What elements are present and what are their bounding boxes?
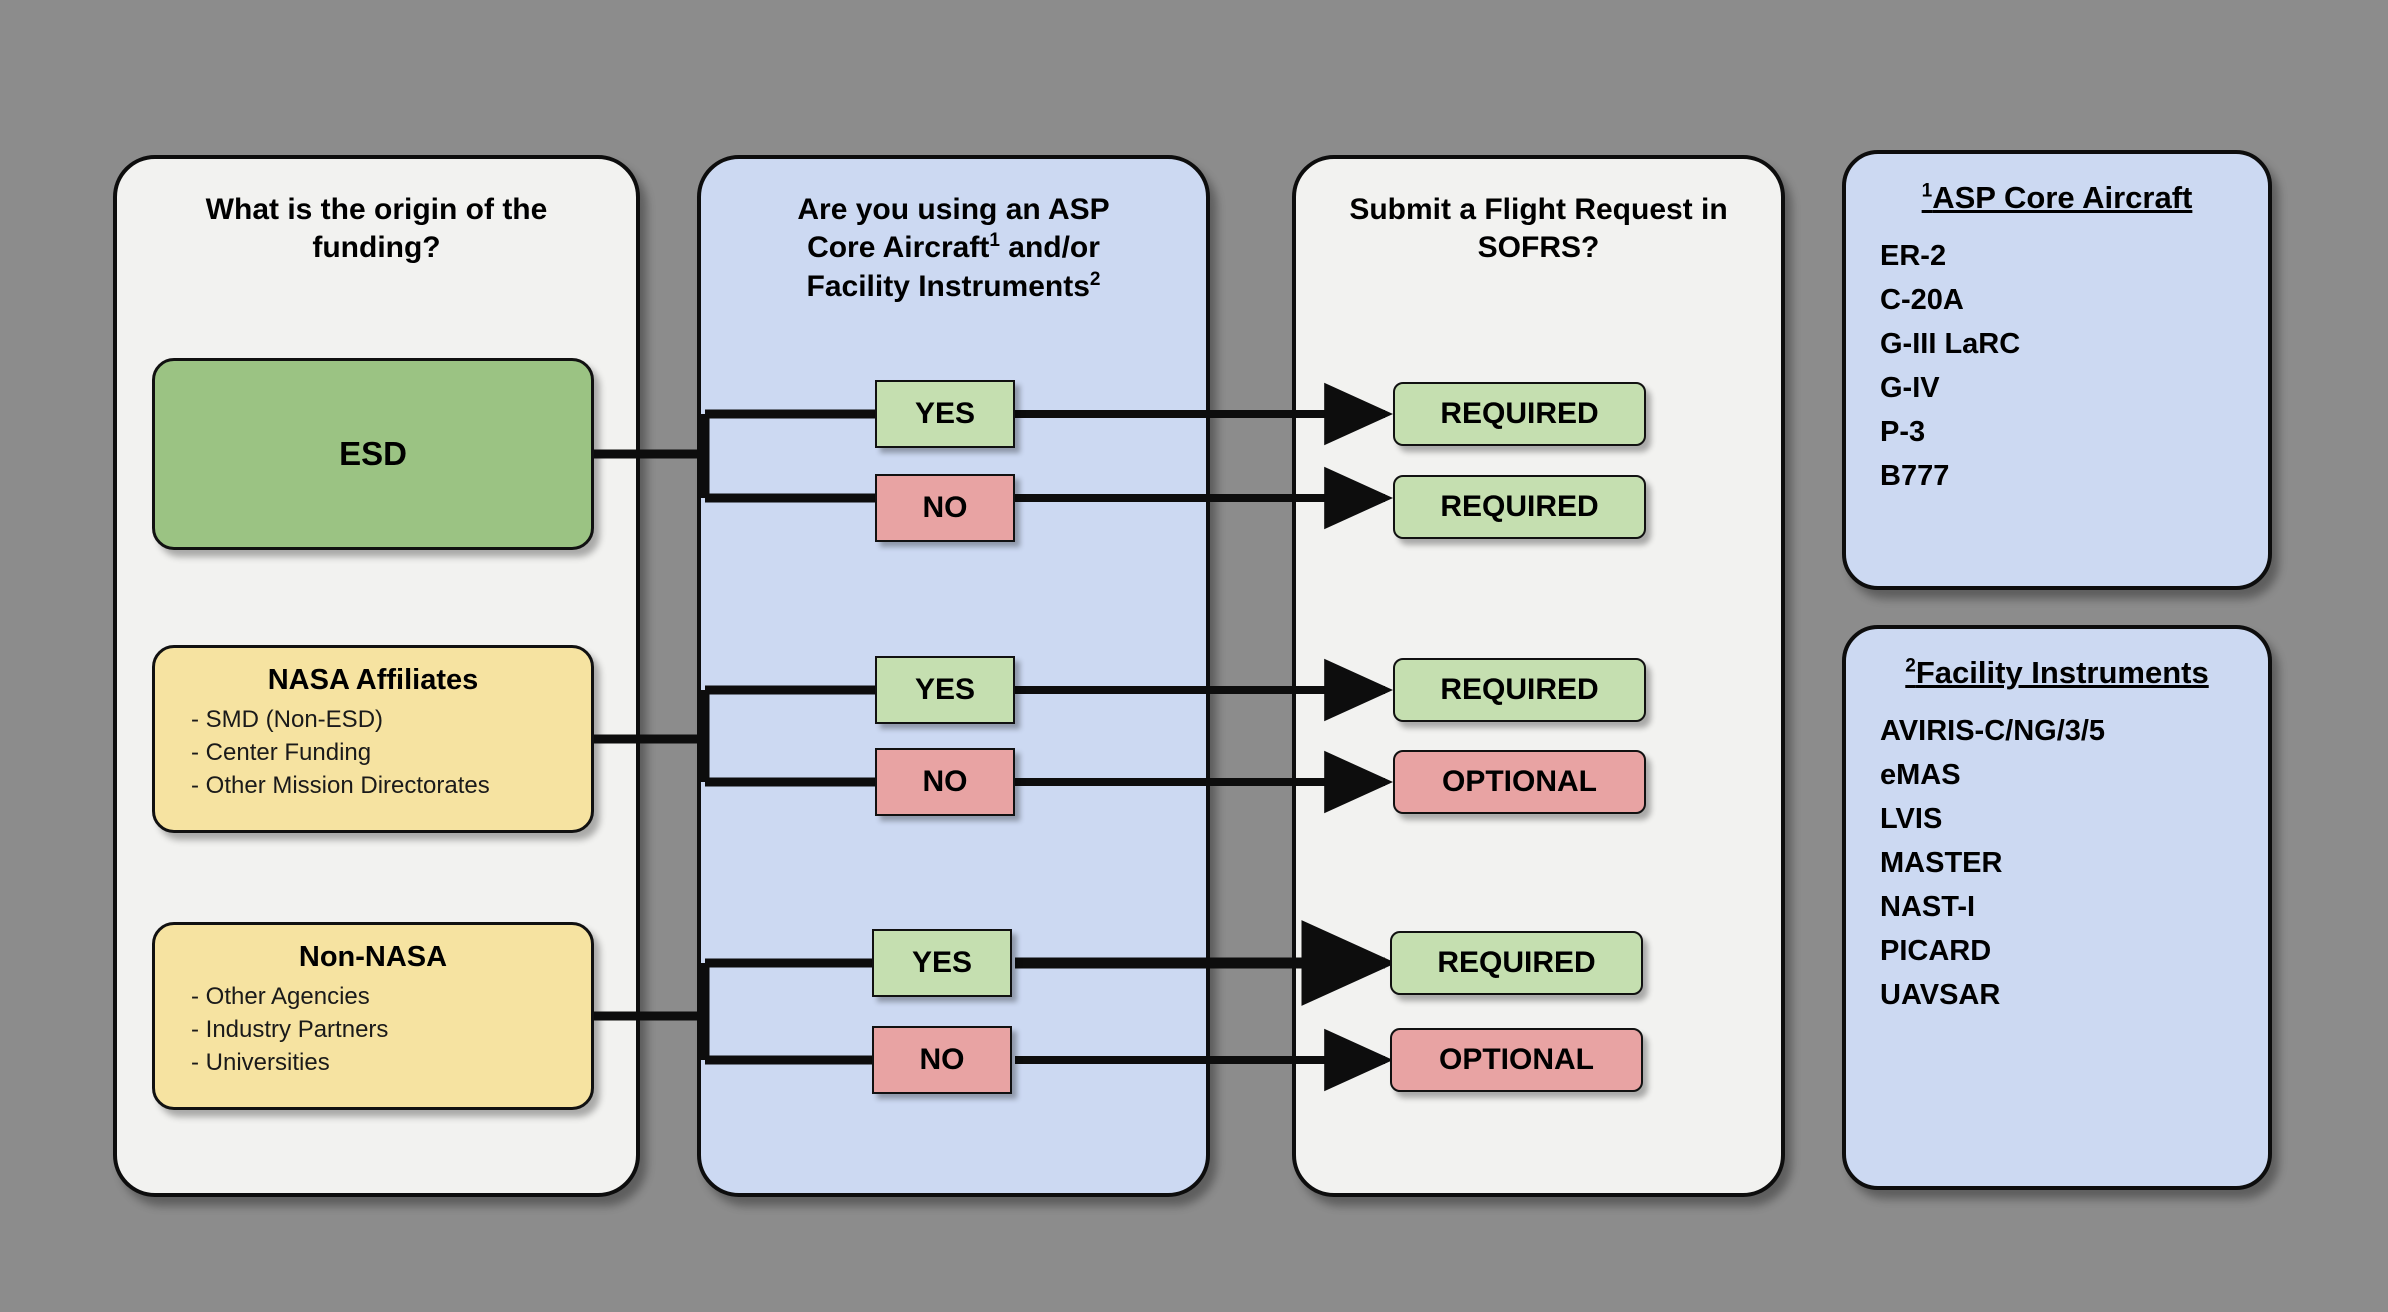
- list-item: - Universities: [191, 1049, 330, 1077]
- legend-facility-instruments-title: 2Facility Instruments: [1905, 655, 2209, 690]
- source-box-esd[interactable]: ESD: [152, 358, 594, 550]
- list-item: - Other Agencies: [191, 983, 370, 1010]
- legend-asp-core-aircraft-title: 1ASP Core Aircraft: [1921, 180, 2193, 215]
- source-box-non-nasa-list: - Other Agencies - Industry Partners - U…: [173, 980, 573, 1079]
- list-item: MASTER: [1880, 847, 2003, 880]
- list-item: - Other Mission Directorates: [191, 772, 490, 800]
- list-item: NAST-I: [1880, 891, 1976, 924]
- decision-yes-nasa-affiliates[interactable]: YES: [875, 656, 1015, 724]
- list-item: G-III LaRC: [1880, 328, 2021, 361]
- asp-title-line3: Facility Instruments2: [806, 268, 1101, 303]
- outcome-nasa-affiliates-yes[interactable]: REQUIRED: [1393, 658, 1646, 722]
- asp-title-line1: Are you using an ASP: [797, 193, 1110, 226]
- list-item: UAVSAR: [1880, 979, 2001, 1012]
- legend-asp-core-aircraft-list: ER-2 C-20A G-III LaRC G-IV P-3 B777: [1880, 234, 2234, 498]
- list-item: eMAS: [1880, 759, 1961, 792]
- list-item: - SMD (Non-ESD): [191, 706, 384, 733]
- list-item: - Center Funding: [191, 739, 372, 767]
- outcome-esd-no[interactable]: REQUIRED: [1393, 475, 1646, 539]
- panel-flight-request-title: Submit a Flight Request in SOFRS?: [1349, 193, 1728, 265]
- list-item: G-IV: [1880, 372, 1940, 405]
- legend-asp-core-aircraft: 1ASP Core Aircraft ER-2 C-20A G-III LaRC…: [1842, 150, 2272, 590]
- decision-no-esd[interactable]: NO: [875, 474, 1015, 542]
- decision-yes-esd[interactable]: YES: [875, 380, 1015, 448]
- decision-no-non-nasa[interactable]: NO: [872, 1026, 1012, 1094]
- list-item: ER-2: [1880, 240, 1947, 272]
- legend-facility-instruments-list: AVIRIS-C/NG/3/5 eMAS LVIS MASTER NAST-I …: [1880, 709, 2234, 1018]
- panel-asp-usage-title: Are you using an ASP Core Aircraft1 and/…: [701, 191, 1206, 306]
- source-box-non-nasa[interactable]: Non-NASA - Other Agencies - Industry Par…: [152, 922, 594, 1110]
- outcome-non-nasa-yes[interactable]: REQUIRED: [1390, 931, 1643, 995]
- outcome-nasa-affiliates-no[interactable]: OPTIONAL: [1393, 750, 1646, 814]
- source-box-nasa-affiliates-label: NASA Affiliates: [267, 664, 479, 696]
- list-item: C-20A: [1880, 284, 1964, 317]
- decision-yes-non-nasa[interactable]: YES: [872, 929, 1012, 997]
- outcome-non-nasa-no[interactable]: OPTIONAL: [1390, 1028, 1643, 1092]
- list-item: - Industry Partners: [191, 1016, 389, 1044]
- list-item: B777: [1880, 460, 1950, 493]
- legend-facility-instruments: 2Facility Instruments AVIRIS-C/NG/3/5 eM…: [1842, 625, 2272, 1190]
- list-item: P-3: [1880, 416, 1926, 449]
- asp-title-line2: Core Aircraft1 and/or: [807, 230, 1100, 265]
- list-item: AVIRIS-C/NG/3/5: [1880, 715, 2106, 747]
- outcome-esd-yes[interactable]: REQUIRED: [1393, 382, 1646, 446]
- panel-funding-origin-title: What is the origin of the funding?: [205, 193, 548, 265]
- decision-no-nasa-affiliates[interactable]: NO: [875, 748, 1015, 816]
- list-item: LVIS: [1880, 803, 1943, 836]
- source-box-nasa-affiliates[interactable]: NASA Affiliates - SMD (Non-ESD) - Center…: [152, 645, 594, 833]
- source-box-nasa-affiliates-list: - SMD (Non-ESD) - Center Funding - Other…: [173, 703, 573, 802]
- list-item: PICARD: [1880, 935, 1992, 968]
- source-box-non-nasa-label: Non-NASA: [298, 941, 448, 973]
- source-box-esd-label: ESD: [339, 435, 407, 472]
